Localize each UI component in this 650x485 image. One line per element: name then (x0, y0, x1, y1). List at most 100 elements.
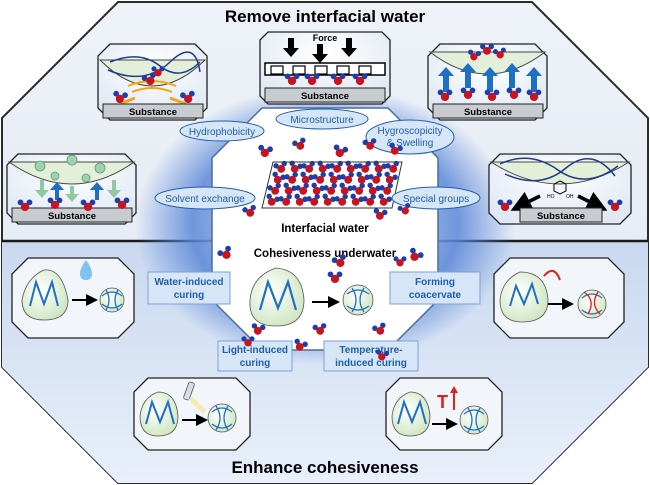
water-molecule (323, 182, 337, 195)
panel-water-induced-curing (11, 257, 135, 339)
water-molecule (362, 138, 377, 150)
water-molecule (350, 193, 364, 206)
water-molecule (294, 193, 308, 206)
svg-text:curing: curing (174, 290, 205, 301)
water-molecule (312, 171, 326, 184)
svg-text:Force: Force (313, 33, 338, 43)
svg-text:Substance: Substance (129, 107, 177, 118)
svg-text:HO: HO (547, 194, 555, 200)
water-molecule (330, 73, 346, 86)
water-molecule (384, 171, 398, 184)
water-molecule (47, 197, 63, 210)
water-molecule (217, 245, 231, 259)
label-forming-coacervate: Forming coacervate (389, 271, 481, 305)
upward-arrows-icon (438, 63, 542, 92)
water-molecule (241, 336, 255, 347)
svg-text:curing: curing (240, 358, 271, 369)
svg-text:Substance: Substance (48, 211, 96, 222)
water-molecule (372, 322, 386, 335)
lattice-frame (261, 161, 403, 209)
label-solvent-exchange: Solvent exchange (154, 186, 256, 210)
water-molecule (468, 49, 482, 61)
water-molecule (295, 182, 309, 195)
water-molecule (273, 160, 287, 173)
panel-hygroscopicity: Substance (427, 43, 548, 121)
water-molecule (368, 171, 382, 184)
water-molecule (312, 323, 327, 335)
svg-text:Substance: Substance (301, 91, 349, 102)
water-molecule (113, 90, 128, 104)
water-molecule (340, 171, 354, 184)
label-hygroscopicity-swelling: Hygroscopicity & Swelling (365, 119, 455, 155)
panel-solvent-exchange: Substance (6, 153, 137, 225)
water-molecule (331, 254, 346, 267)
svg-text:Hygroscopicity: Hygroscopicity (377, 126, 442, 137)
svg-text:Solvent exchange: Solvent exchange (165, 194, 245, 205)
water-molecule (397, 203, 411, 215)
water-molecule (410, 247, 424, 261)
svg-text:Light-induced: Light-induced (222, 345, 288, 356)
water-drop-icon (80, 260, 92, 280)
water-molecule (327, 271, 343, 284)
label-temperature-induced-curing: Temperature- induced curing (323, 340, 419, 372)
svg-text:coacervate: coacervate (409, 290, 462, 301)
water-molecule (339, 182, 353, 195)
svg-text:Substance: Substance (464, 107, 512, 118)
water-molecule (322, 193, 336, 206)
label-water-induced-curing: Water-induced curing (147, 271, 231, 305)
water-molecule (352, 73, 368, 86)
water-molecule (492, 47, 506, 59)
water-molecule (258, 144, 273, 158)
water-molecule (480, 43, 494, 55)
water-molecule (304, 73, 320, 86)
water-molecule (484, 89, 500, 102)
panel-light-induced-curing (133, 377, 251, 451)
svg-text:& Swelling: & Swelling (387, 138, 434, 149)
water-molecule (506, 87, 522, 100)
label-microstructure: Microstructure (275, 108, 369, 130)
panel-special-groups: HO OH Substance (488, 153, 632, 225)
water-molecule (356, 171, 370, 184)
panel-forming-coacervate (493, 257, 625, 339)
center-cohesion-illustration (249, 267, 374, 327)
svg-text:Special groups: Special groups (403, 194, 469, 205)
water-molecule (373, 208, 388, 220)
panel-force-microstructure: Force Substance (259, 31, 391, 105)
svg-text:Microstructure: Microstructure (290, 115, 354, 126)
water-molecule (362, 193, 376, 206)
water-molecule (378, 193, 392, 206)
flashlight-icon (183, 381, 207, 414)
temperature-symbol: T (437, 392, 448, 412)
water-lattice (266, 160, 399, 206)
svg-text:induced curing: induced curing (335, 358, 407, 369)
label-light-induced-curing: Light-induced curing (217, 340, 293, 372)
title-enhance-cohesiveness: Enhance cohesiveness (231, 458, 418, 477)
panel-temperature-induced-curing: T (385, 377, 503, 451)
water-molecule (267, 182, 281, 195)
water-molecule (80, 199, 96, 212)
svg-text:Water-induced: Water-induced (154, 277, 223, 288)
water-molecule (393, 256, 407, 267)
svg-text:OH: OH (566, 194, 574, 200)
water-molecule (379, 182, 393, 195)
label-hydrophobicity: Hydrophobicity (179, 120, 265, 142)
water-molecule (292, 137, 306, 150)
water-molecule (17, 199, 33, 212)
water-molecule (242, 204, 256, 217)
water-molecule (317, 160, 331, 173)
water-molecule (284, 171, 298, 184)
water-molecule (114, 197, 130, 210)
cohesiveness-underwater-label: Cohesiveness underwater (254, 248, 397, 260)
title-remove-interfacial-water: Remove interfacial water (225, 7, 426, 26)
water-molecule (284, 73, 300, 86)
svg-text:Substance: Substance (537, 211, 585, 222)
water-molecule (376, 349, 390, 361)
water-molecule (389, 142, 403, 155)
center-label-interfacial-water: Interfacial water (281, 223, 369, 235)
water-molecule (437, 89, 453, 102)
water-molecule (251, 323, 266, 335)
svg-text:Forming: Forming (415, 277, 455, 288)
water-molecule (294, 338, 308, 351)
